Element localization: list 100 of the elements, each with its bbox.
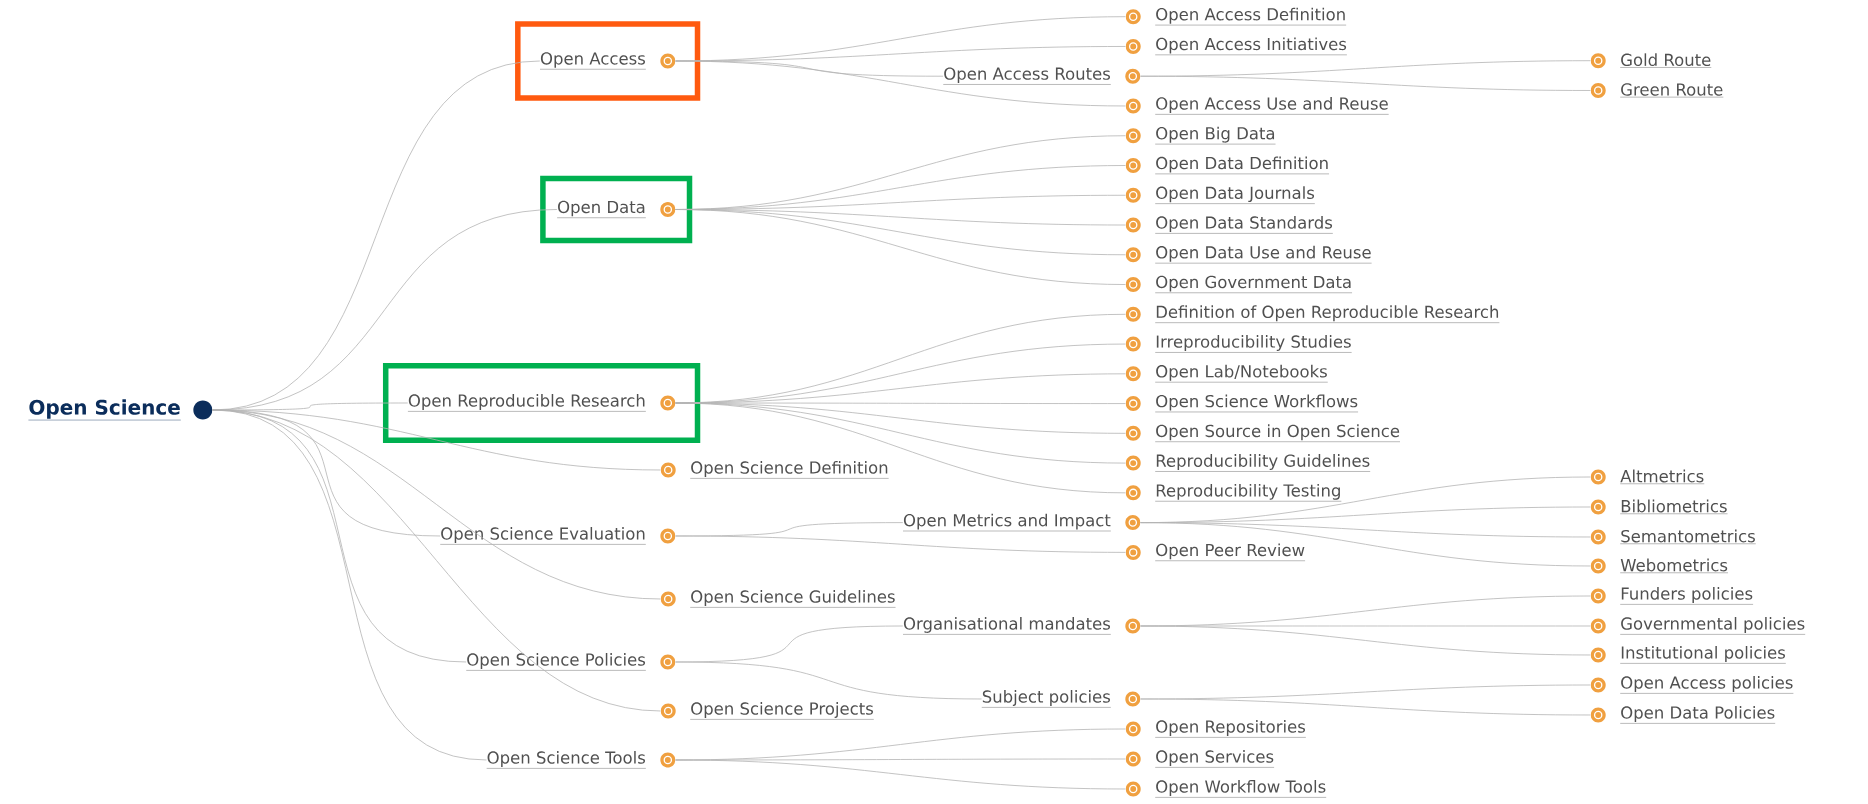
node-label: Reproducibility Guidelines xyxy=(1156,454,1370,471)
node-label: Open Workflow Tools xyxy=(1156,780,1326,796)
tree-node: Open Data Journals xyxy=(1125,186,1316,204)
tree-node: Organisational mandates xyxy=(902,617,1141,635)
connector-line xyxy=(675,60,1126,107)
connector-line xyxy=(212,409,487,761)
node-label: Semantometrics xyxy=(1621,529,1755,543)
tree-node: Open Science Policies xyxy=(466,653,676,671)
node-label: Open Access Routes xyxy=(944,67,1111,84)
tree-node: Reproducibility Testing xyxy=(1125,483,1342,502)
tree-node: Open Science Definition xyxy=(660,461,889,479)
tree-node: Institutional policies xyxy=(1590,646,1786,664)
tree-node: Open Services xyxy=(1125,750,1275,768)
tree-node: Open Source in Open Science xyxy=(1125,424,1401,442)
tree-node: Definition of Open Reproducible Research xyxy=(1125,305,1500,323)
node-label: Open Data Use and Reuse xyxy=(1156,245,1371,262)
tree-node: Open Reproducible Research xyxy=(407,394,676,412)
tree-node: Governmental policies xyxy=(1590,617,1806,635)
connector-line xyxy=(1140,625,1591,656)
node-label: Open Science Evaluation xyxy=(441,527,645,543)
node-label: Open Metrics and Impact xyxy=(903,513,1111,530)
connector-line xyxy=(675,535,1126,553)
tree-node: Open Peer Review xyxy=(1125,543,1306,561)
tree-node: Open Science Evaluation xyxy=(440,527,676,545)
tree-node: Open Access Routes xyxy=(943,67,1141,85)
tree-node: Reproducibility Guidelines xyxy=(1125,454,1371,472)
node-label: Open Data Policies xyxy=(1621,706,1775,722)
tree-node: Funders policies xyxy=(1590,587,1754,605)
tree-node: Open Science Workflows xyxy=(1125,394,1359,413)
node-label: Open Science Tools xyxy=(487,751,646,767)
node-label: Open Access Definition xyxy=(1156,7,1345,24)
tree-node: Webometrics xyxy=(1590,558,1729,574)
node-label: Open Access Initiatives xyxy=(1156,37,1347,54)
node-label: Open Lab/Notebooks xyxy=(1156,364,1327,381)
node-label: Irreproducibility Studies xyxy=(1156,335,1351,352)
node-label: Open Access policies xyxy=(1621,676,1793,692)
tree-node: Open Science Projects xyxy=(660,702,874,720)
highlight-box xyxy=(515,21,701,101)
tree-node: Green Route xyxy=(1590,83,1724,98)
tree-node: Open Science Tools xyxy=(486,751,676,769)
connector-line xyxy=(675,209,1126,285)
node-label: Altmetrics xyxy=(1620,469,1704,483)
highlight-box xyxy=(540,175,693,244)
node-label: Green Route xyxy=(1621,83,1723,96)
tree-node: Open Data Definition xyxy=(1125,156,1330,175)
node-label: Open Reproducible Research xyxy=(408,394,645,410)
node-label: Open Science Guidelines xyxy=(691,590,895,606)
node-label: Open Big Data xyxy=(1156,126,1275,143)
tree-node: Subject policies xyxy=(981,690,1141,708)
node-label: Open Science Policies xyxy=(467,653,646,669)
tree-node: Open Access xyxy=(539,52,676,70)
node-label: Reproducibility Testing xyxy=(1156,483,1340,500)
node-label: Funders policies xyxy=(1621,587,1753,603)
node-label: Open Science Workflows xyxy=(1156,394,1358,411)
tree-node: Gold Route xyxy=(1590,53,1712,69)
node-label: Open Access xyxy=(540,52,646,68)
tree-node: Open Data Standards xyxy=(1125,216,1333,234)
node-label: Governmental policies xyxy=(1621,617,1805,633)
node-label: Open Science xyxy=(29,399,180,419)
tree-node: Open Big Data xyxy=(1125,126,1276,145)
node-label: Open Data Journals xyxy=(1156,186,1315,203)
node-label: Open Data xyxy=(558,200,645,217)
highlight-box xyxy=(382,363,701,443)
node-label: Bibliometrics xyxy=(1621,499,1727,513)
node-label: Open Data Standards xyxy=(1156,216,1333,233)
tree-node: Semantometrics xyxy=(1590,529,1756,545)
connector-line xyxy=(1140,75,1591,91)
node-label: Gold Route xyxy=(1621,53,1711,67)
node-label: Open Repositories xyxy=(1156,720,1306,736)
node-label: Open Peer Review xyxy=(1156,543,1305,560)
tree-node: Open Data Use and Reuse xyxy=(1125,245,1372,264)
connector-line xyxy=(675,759,1126,790)
tree-node: Bibliometrics xyxy=(1590,499,1728,515)
tree-node: Open Data Policies xyxy=(1590,706,1776,724)
node-label: Open Services xyxy=(1156,750,1274,766)
node-label: Open Source in Open Science xyxy=(1156,424,1400,441)
tree-node: Open Metrics and Impact xyxy=(902,513,1141,532)
node-label: Open Science Definition xyxy=(691,461,888,477)
tree-node: Open Science Guidelines xyxy=(660,590,896,608)
tree-node: Open Workflow Tools xyxy=(1125,780,1327,798)
tree-node: Open Government Data xyxy=(1125,275,1353,293)
node-label: Open Data Definition xyxy=(1156,156,1328,173)
tree-node: Open Access policies xyxy=(1590,676,1794,694)
tree-node: Open Access Definition xyxy=(1125,7,1347,26)
root-node: Open Science xyxy=(28,399,213,421)
node-label: Organisational mandates xyxy=(903,617,1111,633)
connector-line xyxy=(1140,698,1591,716)
connector-line xyxy=(675,402,1126,494)
node-label: Subject policies xyxy=(982,690,1111,706)
node-label: Institutional policies xyxy=(1621,646,1786,662)
node-label: Webometrics xyxy=(1620,558,1728,572)
node-label: Open Government Data xyxy=(1156,275,1351,292)
connector-line xyxy=(675,661,982,700)
tree-node: Open Access Initiatives xyxy=(1125,37,1348,56)
node-label: Open Access Use and Reuse xyxy=(1156,97,1388,113)
tree-node: Irreproducibility Studies xyxy=(1125,335,1352,353)
tree-node: Open Lab/Notebooks xyxy=(1125,364,1328,383)
tree-node: Open Data xyxy=(556,200,676,218)
tree-node: Open Repositories xyxy=(1125,720,1307,738)
node-label: Open Science Projects xyxy=(691,702,874,718)
